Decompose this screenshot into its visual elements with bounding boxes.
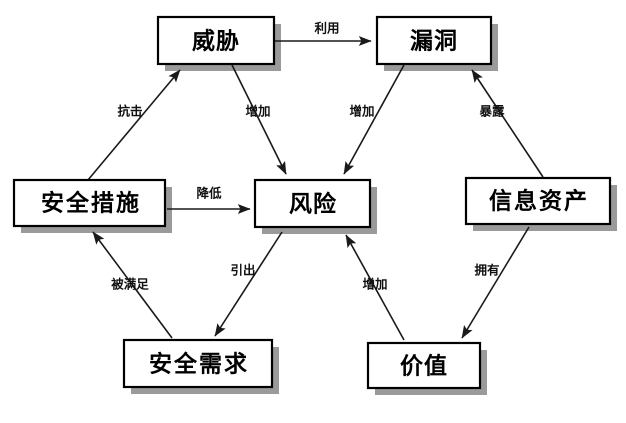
edge-threat-increases-risk [231, 64, 287, 175]
edge-label-exploit: 利用 [314, 21, 339, 36]
node-box-risk[interactable] [253, 178, 372, 229]
node-label-threat: 威胁 [192, 28, 240, 55]
node-box-value[interactable] [366, 341, 482, 390]
node-label-risk: 风险 [289, 191, 337, 218]
edge-label-counter: 抗击 [117, 104, 142, 119]
node-information-asset[interactable]: 信息资产 [464, 176, 612, 226]
node-label-information-asset: 信息资产 [489, 188, 589, 215]
edge-risk-derives-requirement [214, 231, 283, 337]
node-box-security-requirement[interactable] [122, 338, 274, 389]
edge-label-increase-value: 增加 [362, 277, 387, 292]
node-label-value: 价值 [400, 353, 448, 380]
edge-label-derive: 引出 [230, 263, 255, 278]
node-vulnerability[interactable]: 漏洞 [375, 15, 493, 66]
node-security-control[interactable]: 安全措施 [12, 178, 167, 228]
node-security-requirement[interactable]: 安全需求 [122, 338, 274, 389]
edge-label-expose: 暴露 [478, 104, 505, 119]
edge-vuln-increases-risk [343, 64, 405, 175]
edge-value-increases-risk [345, 234, 405, 341]
node-risk[interactable]: 风险 [253, 178, 372, 229]
node-label-vulnerability: 漏洞 [410, 29, 458, 55]
node-box-threat[interactable] [156, 15, 276, 66]
edge-asset-has-value [461, 226, 530, 339]
edge-label-reduce: 降低 [196, 186, 222, 201]
edge-asset-exposes-vuln [471, 69, 544, 178]
edge-label-increase-threat: 增加 [245, 104, 270, 119]
edge-label-own: 拥有 [474, 263, 499, 278]
node-box-vulnerability[interactable] [375, 15, 493, 66]
node-box-security-control[interactable] [12, 178, 167, 228]
node-value[interactable]: 价值 [366, 341, 482, 390]
edge-label-increase-vuln: 增加 [349, 104, 374, 119]
node-threat[interactable]: 威胁 [156, 15, 276, 66]
edge-requirement-satisfied-by-control [92, 231, 173, 339]
edge-control-counters-threat [87, 69, 181, 181]
node-layer: 威胁 漏洞 安全措施 风险 信息资产 安全需求 [12, 15, 612, 390]
edge-label-layer: 利用 抗击 增加 增加 暴露 降低 被满足 引出 增加 拥有 [111, 21, 505, 292]
node-box-information-asset[interactable] [464, 176, 612, 226]
edge-label-satisfied: 被满足 [111, 277, 149, 292]
edge-layer [87, 36, 544, 341]
node-label-security-requirement: 安全需求 [149, 351, 249, 378]
node-label-security-control: 安全措施 [41, 190, 141, 217]
